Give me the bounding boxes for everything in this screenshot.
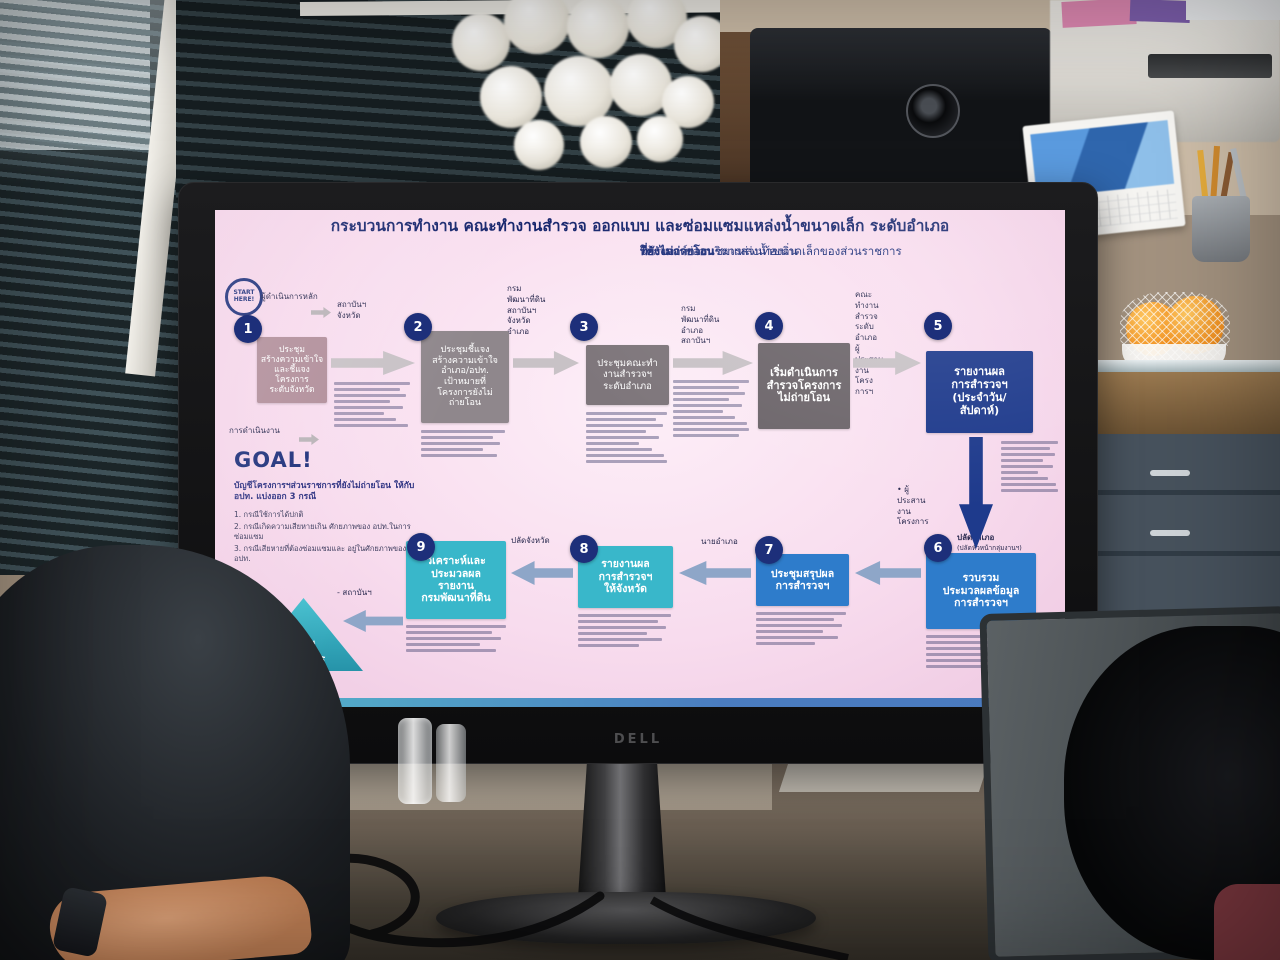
arrow-step-9-triangle — [343, 610, 403, 632]
slide-bottom-strip — [215, 698, 1065, 707]
step-6-box: รวบรวมประมวลผลข้อมูลการสำรวจฯ — [926, 553, 1036, 629]
presentation-slide: กระบวนการทำงาน คณะทำงานสำรวจ ออกแบบ และซ… — [215, 210, 1065, 707]
step-9-notes — [406, 625, 511, 655]
step-6-notes — [926, 635, 1038, 671]
arrow-step-1-2 — [331, 351, 415, 375]
flower-bouquet — [452, 0, 742, 198]
step-9-number: 9 — [407, 533, 435, 561]
flower — [637, 116, 683, 162]
subtitle-bold: ที่ยังไม่ถ่ายโอน — [640, 244, 715, 258]
folder-white — [1186, 0, 1280, 20]
label-main-actor: ผู้ดำเนินการหลัก — [261, 292, 318, 301]
step-2-box: ประชุมชี้แจงสร้างความเข้าใจอำเภอ/อปท.เป้… — [421, 331, 509, 423]
step-4-box: เริ่มดำเนินการสำรวจโครงการไม่ถ่ายโอน — [758, 343, 850, 429]
dell-logo: DELL — [613, 732, 663, 747]
step-2-notes — [421, 430, 509, 460]
flower — [567, 0, 629, 58]
subtitle-suffix: ให้กับองค์การบริหารส่วนท้องถิ่น — [640, 244, 798, 258]
step-3-box: ประชุมคณะทำงานสำรวจฯระดับอำเภอ — [586, 345, 669, 405]
small-arrow-icon — [311, 307, 331, 318]
label-step6-role-sub: (ปลัดหัวหน้ากลุ่มงานฯ) — [957, 544, 1022, 552]
window-light-patch — [0, 0, 150, 150]
step-4-notes — [673, 380, 753, 440]
glass-shelf — [1096, 360, 1280, 373]
flower — [480, 66, 542, 128]
arrow-step-3-4 — [673, 351, 753, 375]
flower — [544, 56, 614, 126]
step-7-number: 7 — [755, 536, 783, 564]
drawer-handle — [1150, 530, 1190, 536]
step-8-number: 8 — [570, 535, 598, 563]
goal-item: 2. กรณีเกิดความเสียหายเกิน ศักยภาพของ อป… — [234, 522, 411, 541]
step-3-number: 3 — [570, 313, 598, 341]
goal-description: บัญชีโครงการฯส่วนราชการที่ยังไม่ถ่ายโอน … — [234, 481, 415, 503]
step-7-notes — [756, 612, 851, 648]
water-bottle — [398, 718, 432, 804]
arrow-step-8-9 — [511, 561, 573, 585]
goal-title: GOAL! — [234, 448, 313, 472]
step-6-number: 6 — [924, 534, 952, 562]
step-4-number: 4 — [755, 312, 783, 340]
person-shoulder — [1214, 884, 1280, 960]
label-step7-role: นายอำเภอ — [701, 537, 738, 546]
arrow-step-7-8 — [679, 561, 751, 585]
goal-item: 3. กรณีเสียหายที่ต้องซ่อมแซมและ อยู่ในศั… — [234, 544, 407, 563]
water-bottle — [436, 724, 466, 802]
small-arrow-icon — [299, 434, 319, 445]
start-here-badge: START HERE! — [225, 278, 263, 316]
goal-item: 1. กรณีใช้การได้ปกติ — [234, 510, 304, 519]
label-step9-role: - สถาบันฯ — [337, 588, 372, 597]
step-1-box: ประชุมสร้างความเข้าใจและชี้แจงโครงการระด… — [257, 337, 327, 403]
pencil-cup — [1192, 196, 1250, 262]
folder-purple — [1129, 0, 1191, 24]
arrow-step-2-3 — [513, 351, 579, 375]
step-1-notes — [334, 382, 414, 430]
flower — [610, 54, 672, 116]
flower — [514, 120, 564, 170]
step-5-box: รายงานผลการสำรวจฯ(ประจำวัน/สัปดาห์) — [926, 351, 1033, 433]
slide-title: กระบวนการทำงาน คณะทำงานสำรวจ ออกแบบ และซ… — [330, 217, 950, 235]
drawer-handle — [1150, 470, 1190, 476]
camera-lens — [906, 84, 960, 138]
step-3-notes — [586, 412, 671, 466]
monitor-stand-base — [436, 892, 816, 944]
step-1-number: 1 — [234, 315, 262, 343]
flower — [580, 116, 632, 168]
black-equipment-box — [750, 28, 1052, 190]
step-5-notes — [1001, 441, 1061, 495]
arrow-step-6-7 — [855, 561, 921, 585]
subtitle-prefix: โครงการซ่อมแซมแหล่งน้ำขนาดเล็กของส่วนราช… — [640, 244, 902, 258]
step-2-number: 2 — [404, 313, 432, 341]
monitor-stand-neck — [578, 764, 666, 898]
printer-slot — [1148, 54, 1272, 78]
step-5-number: 5 — [924, 312, 952, 340]
step-8-box: รายงานผลการสำรวจฯให้จังหวัด — [578, 546, 673, 608]
label-operations: การดำเนินงาน — [229, 426, 280, 435]
step-9-box: วิเคราะห์และประมวลผลรายงานกรมพัฒนาที่ดิน — [406, 541, 506, 619]
folder-pink — [1061, 0, 1137, 28]
flower — [504, 0, 570, 54]
step-8-notes — [578, 614, 676, 650]
label-step8-role: ปลัดจังหวัด — [511, 536, 550, 545]
flower — [452, 13, 510, 71]
